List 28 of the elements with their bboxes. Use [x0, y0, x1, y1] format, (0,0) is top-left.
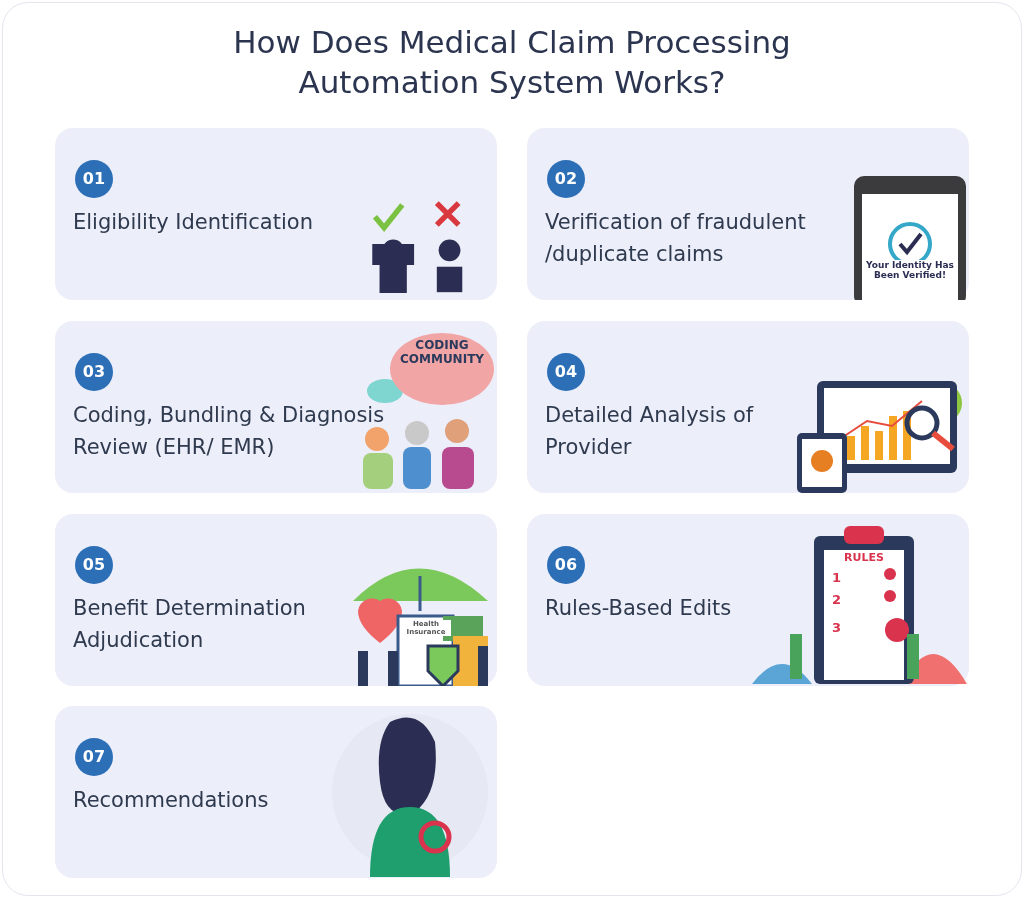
- title: How Does Medical Claim Processing Automation System Works?: [232, 23, 792, 102]
- step-number-badge: 04: [547, 353, 585, 391]
- clipboard-heading: RULES: [843, 552, 885, 565]
- step-card: [55, 514, 497, 686]
- step-heading: Coding, Bundling & Diagnosis Review (EHR/ EMR): [73, 402, 386, 461]
- step-number-badge: 06: [547, 546, 585, 584]
- step-number-badge: 02: [547, 160, 585, 198]
- list-number: 3: [832, 620, 842, 635]
- step-card: [55, 321, 497, 493]
- step-heading: Benefit Determination Adjudication: [73, 595, 307, 654]
- step-card: [527, 321, 969, 493]
- list-number: 1: [832, 570, 842, 585]
- step-heading: Recommendations: [73, 787, 270, 814]
- step-heading: Verification of fraudulent /duplicate claims: [545, 209, 807, 268]
- step-card: [527, 128, 969, 300]
- step-number-badge: 01: [75, 160, 113, 198]
- list-number: 2: [832, 592, 842, 607]
- step-number-badge: 03: [75, 353, 113, 391]
- step-heading: Eligibility Identification: [73, 209, 314, 236]
- screen-text: Your Identity Has Been Verified!: [865, 260, 955, 281]
- step-heading: Detailed Analysis of Provider: [545, 402, 755, 461]
- speech-bubble-text: CODING COMMUNITY: [399, 339, 485, 367]
- step-card: [55, 706, 497, 878]
- step-number-badge: 05: [75, 546, 113, 584]
- step-heading: Rules-Based Edits: [545, 595, 733, 622]
- step-card: [55, 128, 497, 300]
- step-card: [527, 514, 969, 686]
- step-number-badge: 07: [75, 738, 113, 776]
